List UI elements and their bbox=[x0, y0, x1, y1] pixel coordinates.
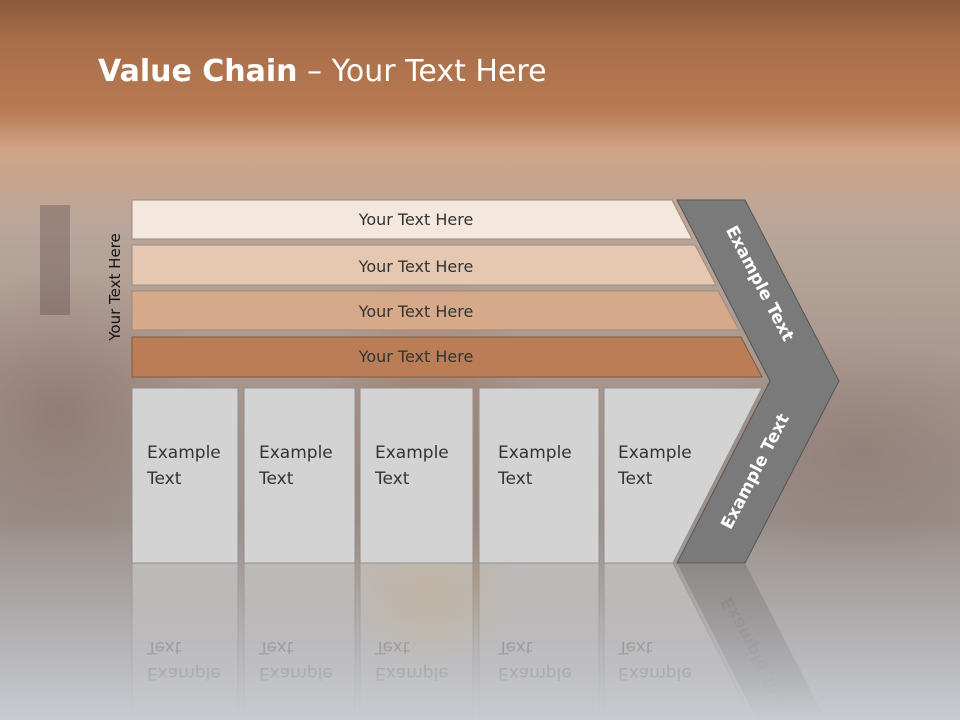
bar-3-label: Your Text Here bbox=[358, 302, 474, 321]
title-bold: Value Chain bbox=[98, 54, 298, 89]
bar-2-label: Your Text Here bbox=[358, 257, 474, 276]
bar-1-shape bbox=[131, 199, 693, 240]
reflection-box-2 bbox=[243, 562, 356, 720]
box-5: Example Text bbox=[603, 387, 763, 564]
reflection-text-3b: Text bbox=[374, 637, 410, 657]
reflection-box-4 bbox=[478, 562, 600, 720]
box-3-line-1: Example bbox=[375, 443, 449, 463]
reflection-chevron bbox=[677, 563, 827, 720]
box-3: Example Text bbox=[359, 387, 474, 564]
bar-4-label: Your Text Here bbox=[358, 347, 474, 366]
bar-3-shape bbox=[131, 290, 740, 331]
bar-1: Your Text Here bbox=[131, 199, 693, 240]
reflection-box-3 bbox=[359, 562, 474, 720]
reflection-text-5a: Example bbox=[618, 663, 692, 683]
reflection-text-2a: Example bbox=[259, 663, 333, 683]
box-4: Example Text bbox=[478, 387, 600, 564]
background-window bbox=[40, 205, 70, 315]
bar-3: Your Text Here bbox=[131, 290, 740, 331]
box-3-shape bbox=[359, 387, 474, 564]
bar-2-shape bbox=[131, 244, 717, 286]
reflection-text-3a: Example bbox=[375, 663, 449, 683]
reflection-box-5 bbox=[603, 562, 754, 720]
box-5-line-2: Text bbox=[617, 469, 653, 489]
reflection-text-2b: Text bbox=[258, 637, 294, 657]
box-4-line-2: Text bbox=[497, 469, 533, 489]
title-rest: – Your Text Here bbox=[297, 54, 547, 89]
box-1-shape bbox=[131, 387, 239, 564]
bar-4: Your Text Here bbox=[131, 336, 763, 378]
reflection-text-4b: Text bbox=[497, 637, 533, 657]
bar-2: Your Text Here bbox=[131, 244, 717, 286]
box-1-line-2: Text bbox=[146, 469, 182, 489]
box-2-line-1: Example bbox=[259, 443, 333, 463]
reflection-box-1 bbox=[131, 562, 239, 720]
box-2-line-2: Text bbox=[258, 469, 294, 489]
chevron-shape bbox=[676, 199, 840, 564]
reflection-text-4a: Example bbox=[498, 663, 572, 683]
box-5-line-1: Example bbox=[618, 443, 692, 463]
box-4-shape bbox=[478, 387, 600, 564]
box-2: Example Text bbox=[243, 387, 356, 564]
box-3-line-2: Text bbox=[374, 469, 410, 489]
reflection-text-5b: Text bbox=[617, 637, 653, 657]
box-1: Example Text bbox=[131, 387, 239, 564]
reflection-text-1a: Example bbox=[147, 663, 221, 683]
bar-4-shape bbox=[131, 336, 763, 378]
chevron-arrow: Example Text Example Text bbox=[676, 199, 840, 564]
reflection-text-1b: Text bbox=[146, 637, 182, 657]
bar-1-label: Your Text Here bbox=[358, 210, 474, 229]
box-4-line-1: Example bbox=[498, 443, 572, 463]
reflection: Example Text Example Text Example Text E… bbox=[131, 562, 827, 720]
slide-title: Value Chain – Your Text Here bbox=[98, 54, 547, 89]
box-1-line-1: Example bbox=[147, 443, 221, 463]
box-2-shape bbox=[243, 387, 356, 564]
